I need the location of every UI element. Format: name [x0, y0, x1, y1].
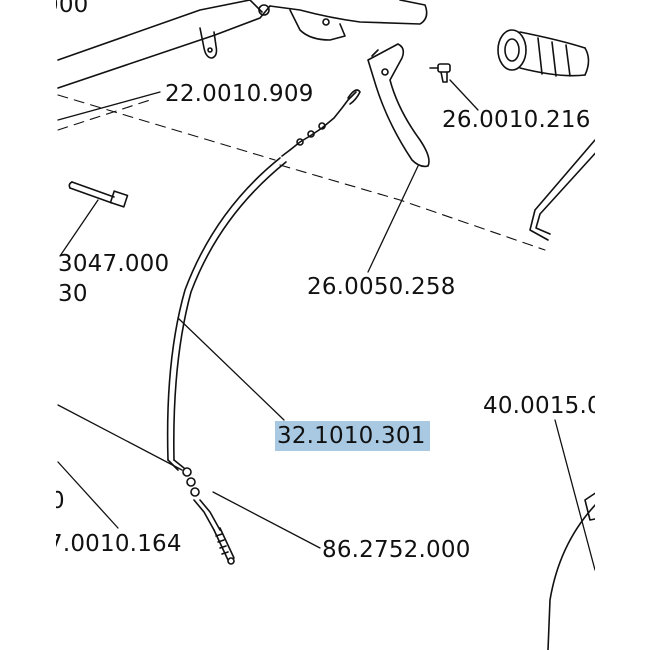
leader-7-0010-164: [57, 461, 119, 529]
leader-26-0010-216: [449, 79, 479, 111]
leader-32-1010-301: [177, 317, 285, 421]
callout-3047-000: 3047.000: [58, 251, 170, 277]
frame-rail: [57, 0, 428, 89]
leader-lines: [57, 79, 596, 571]
callout-22-0010-909: 22.0010.909: [165, 81, 314, 107]
callout-26-0010-216: 26.0010.216: [442, 107, 591, 133]
leader-26-0050-258: [367, 165, 419, 273]
left-margin: [0, 0, 56, 650]
leader-40-0015: [554, 419, 596, 571]
drum-40-0015: [547, 489, 601, 650]
callout-86-2752-000: 86.2752.000: [322, 537, 471, 563]
dashed-guide-lines: [57, 94, 546, 251]
callout-26-0050-258: 26.0050.258: [307, 274, 456, 300]
cable-32-1010-301: [166, 89, 361, 565]
grip-part: [497, 29, 590, 77]
lever-26-0050-258: [367, 43, 430, 168]
screw-26-0010-216: [429, 63, 451, 83]
callout-40-0015: 40.0015.0: [483, 393, 602, 419]
bolt-3047-000: [68, 181, 129, 208]
callout-7-0010-164: 7.0010.164: [48, 531, 182, 557]
callout-32-1010-301[interactable]: 32.1010.301: [275, 421, 430, 451]
leader-3047-000: [59, 199, 99, 257]
leader-22-0010-909: [57, 91, 161, 121]
rod-part: [529, 139, 601, 241]
leader-86-2752-000: [212, 491, 321, 549]
right-margin: [595, 0, 650, 650]
leader-7-left-extra: [57, 404, 183, 471]
callout-3047-line2: 30: [58, 281, 88, 307]
